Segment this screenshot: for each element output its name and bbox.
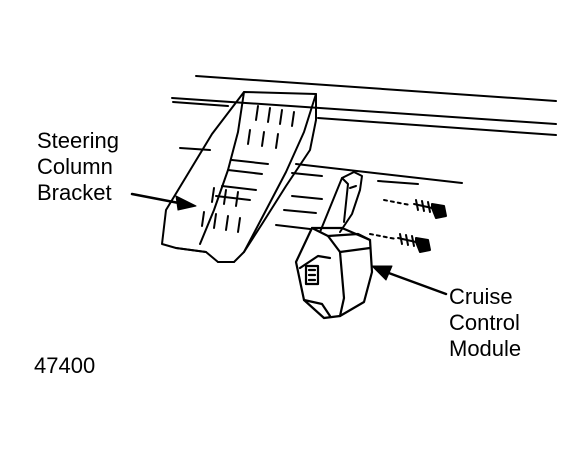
module-connector <box>304 264 320 286</box>
steering-column-bracket-label: Steering Column Bracket <box>37 128 119 206</box>
cruise-label-line-2: Control <box>449 310 520 335</box>
steering-label-line-2: Column <box>37 154 113 179</box>
figure-number: 47400 <box>34 353 96 378</box>
cruise-label-line-1: Cruise <box>449 284 513 309</box>
cruise-module-arrow <box>371 265 448 296</box>
lower-bolt <box>369 233 431 253</box>
cruise-label-line-3: Module <box>449 336 522 361</box>
steering-label-line-1: Steering <box>37 128 119 153</box>
module-mounting-plate <box>319 171 363 233</box>
steering-column-bracket <box>161 91 317 263</box>
dashboard-lines <box>171 75 557 230</box>
upper-bolt <box>383 199 447 219</box>
steering-bracket-arrow <box>130 192 197 211</box>
bracket-slots <box>201 105 295 233</box>
cruise-control-module-label: Cruise Control Module <box>449 284 521 362</box>
cruise-control-module <box>294 226 374 320</box>
steering-label-line-3: Bracket <box>37 180 112 205</box>
